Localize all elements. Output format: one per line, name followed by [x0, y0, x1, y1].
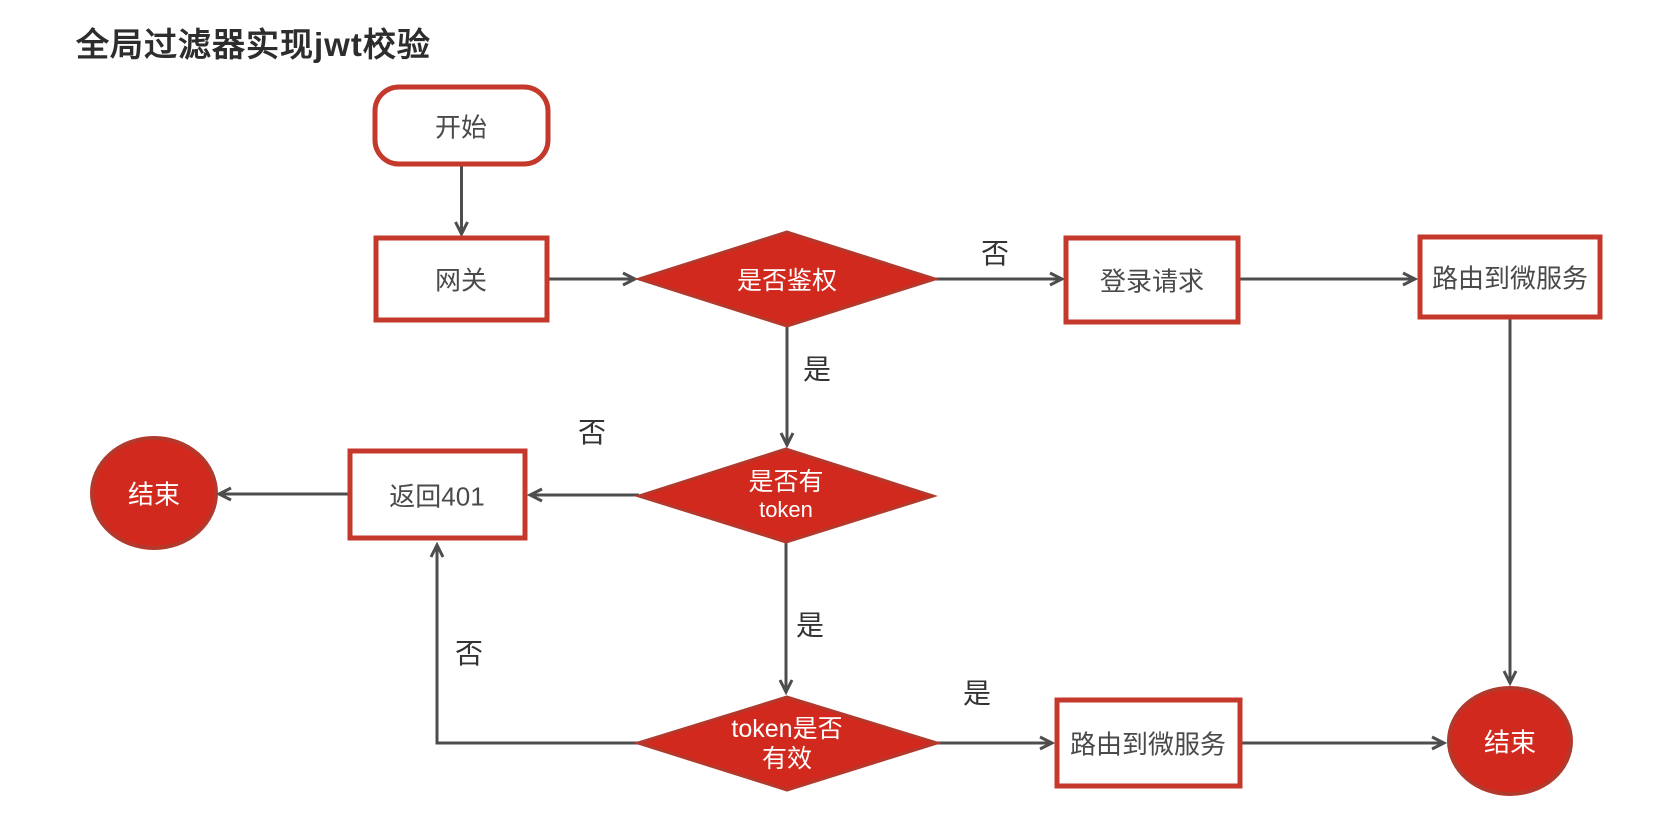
route-microservice-bottom-node-shape: [1054, 697, 1243, 789]
start-node-shape: [372, 84, 551, 167]
login-request-node-label: 登录请求: [1099, 266, 1205, 297]
edge-label-valid-yes: 是: [962, 678, 992, 709]
token-valid-label-line1: token是否: [731, 715, 843, 743]
auth-check-decision-shape: [634, 230, 940, 328]
route-microservice-bottom-node-label: 路由到微服务: [1069, 729, 1227, 760]
has-token-decision-shape: [634, 447, 938, 544]
gateway-node-label: 网关: [434, 265, 488, 296]
has-token-label-line2: token: [759, 496, 813, 522]
has-token-label-line1: 是否有: [748, 467, 824, 496]
return-401-node-shape: [347, 448, 528, 541]
route-microservice-top-node-label: 路由到微服务: [1431, 263, 1589, 294]
connector-layer: [220, 164, 1510, 743]
edge-label-auth-no: 否: [980, 238, 1010, 269]
start-node-label: 开始: [434, 112, 488, 143]
end-right-node-label: 结束: [1483, 727, 1537, 758]
end-left-node-label: 结束: [127, 479, 181, 510]
gateway-node-shape: [373, 235, 550, 323]
token-valid-decision-label: token是否 有效: [731, 714, 842, 774]
end-left-node-shape: [90, 436, 218, 550]
login-request-node-shape: [1063, 235, 1241, 325]
edge-label-valid-no: 否: [454, 638, 484, 669]
diagram-title: 全局过滤器实现jwt校验: [76, 26, 431, 63]
route-microservice-top-node-shape: [1417, 234, 1603, 320]
has-token-decision-label: 是否有 token: [748, 467, 823, 523]
edge-tokenvalid-no-return401: [437, 546, 638, 745]
token-valid-decision-shape: [632, 695, 943, 792]
edge-label-auth-yes: 是: [802, 354, 832, 385]
return-401-node-label: 返回401: [389, 481, 485, 512]
edge-label-token-yes: 是: [795, 610, 825, 641]
token-valid-label-line2: 有效: [761, 745, 813, 773]
end-right-node-shape: [1447, 686, 1573, 796]
edge-label-token-no: 否: [577, 417, 607, 448]
auth-check-decision-label: 是否鉴权: [736, 267, 838, 295]
